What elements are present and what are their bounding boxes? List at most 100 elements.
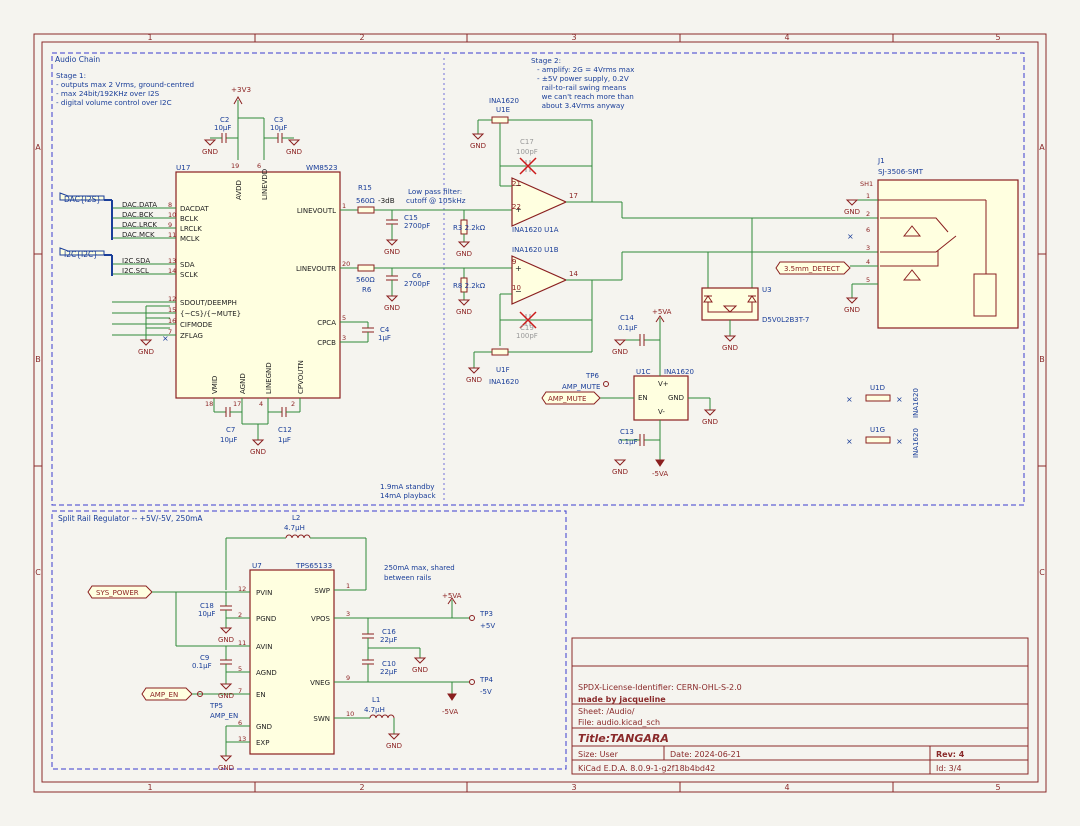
col-label-5-bottom: 5 — [995, 783, 1000, 792]
u1b-label: INA1620 U1B — [512, 246, 559, 254]
dac-pin-num: 18 — [205, 400, 213, 408]
dac-pin-num: 1 — [342, 202, 346, 210]
cap-c18 — [220, 605, 232, 611]
tb-id: Id: 3/4 — [936, 764, 962, 773]
lowpass-note-3: cutoff @ 105kHz — [406, 196, 466, 205]
svg-text:GND: GND — [218, 692, 234, 700]
u7-value: TPS65133 — [295, 561, 332, 570]
tb-author: made by jacqueline — [578, 695, 666, 704]
c10-ref: C10 — [382, 660, 396, 668]
net-label: DAC.DATA — [122, 201, 157, 209]
tb-date: Date: 2024-06-21 — [670, 750, 741, 759]
stage2-note-2: - ±5V power supply, 0.2V — [537, 74, 629, 83]
svg-text:×: × — [846, 395, 853, 404]
l1-value: 4.7µH — [364, 706, 385, 714]
bus-net-labels: DAC.DATADAC.BCKDAC.LRCKDAC.MCKI2C.SDAI2C… — [122, 201, 157, 275]
opamp-u1a — [511, 177, 568, 227]
regulator-pin-num: 9 — [346, 674, 350, 682]
svg-text:4: 4 — [866, 258, 870, 266]
tp3-marker — [469, 615, 475, 621]
net-label: I2C.SDA — [122, 257, 150, 265]
dac-pin-name: DACDAT — [180, 205, 209, 213]
svg-text:I2C{I2C}: I2C{I2C} — [64, 250, 98, 259]
u1f-body — [491, 348, 509, 356]
r8-label: R8 2.2kΩ — [453, 282, 486, 290]
col-label-4-bottom: 4 — [784, 783, 789, 792]
dac-pin-num: 10 — [168, 211, 176, 219]
col-label-2-bottom: 2 — [359, 783, 364, 792]
dac-pin-name: AGND — [239, 373, 247, 394]
reg-power-n5va-arrow — [447, 693, 457, 701]
tp3-ref: TP3 — [479, 610, 493, 618]
svg-text:GND: GND — [612, 468, 628, 476]
bus-i2c: I2C{I2C} — [59, 247, 113, 276]
c9-ref: C9 — [200, 654, 209, 662]
stage1-note-1: - outputs max 2 Vrms, ground-centred — [56, 80, 194, 89]
regulator-title: Split Rail Regulator -- +5V/-5V, 250mA — [58, 514, 203, 523]
j1-ref: J1 — [877, 156, 885, 165]
c17-ref: C17 — [520, 138, 534, 146]
svg-text:17: 17 — [569, 192, 578, 200]
dac-pin-name: LINEVOUTL — [297, 207, 336, 215]
gnd-symbol: GND — [384, 239, 400, 256]
l2-ref: L2 — [292, 514, 300, 522]
dac-pin-num: 4 — [259, 400, 263, 408]
dac-pin-num: 11 — [168, 231, 176, 239]
svg-text:14: 14 — [569, 270, 578, 278]
title-block — [571, 637, 1029, 775]
row-label-c: C — [35, 568, 41, 577]
power-n5va-arrow — [655, 459, 665, 467]
regulator-pin-name: PVIN — [256, 589, 272, 597]
svg-text:GND: GND — [702, 418, 718, 426]
dac-pin-name: LRCLK — [180, 225, 202, 233]
svg-text:GND: GND — [844, 306, 860, 314]
regulator-pin-name: PGND — [256, 615, 276, 623]
col-label-3: 3 — [571, 33, 576, 42]
gnd-symbol: GND — [218, 683, 234, 700]
tb-title-value: TANGARA — [610, 732, 669, 745]
regulator-pin-num: 2 — [238, 611, 242, 619]
svg-text:GND: GND — [250, 448, 266, 456]
svg-text:1: 1 — [866, 192, 870, 200]
dac-pin-name: CIFMODE — [180, 321, 212, 329]
amp-mute-label-shape — [541, 391, 601, 405]
r6-value: 560Ω — [356, 276, 375, 284]
amp-mute-net: AMP_MUTE — [562, 383, 600, 391]
dac-pin-num: 13 — [168, 257, 176, 265]
cap-c9 — [220, 659, 232, 665]
regulator-ic-body — [249, 569, 335, 755]
dac-pin-name: LINEVOUTR — [296, 265, 336, 273]
svg-text:GND: GND — [722, 344, 738, 352]
dac-pin-num: 7 — [168, 328, 172, 336]
regulator-pin-num: 11 — [238, 639, 246, 647]
net-label: DAC.LRCK — [122, 221, 157, 229]
stage2-note-4: we can't reach more than — [537, 92, 634, 101]
r3-label: R3 2.2kΩ — [453, 224, 486, 232]
stage2-note-3: rail-to-rail swing means — [537, 83, 627, 92]
j1-shield: SH1 — [860, 180, 873, 188]
dac-pin-num: 12 — [168, 295, 176, 303]
u7-ref: U7 — [252, 561, 262, 570]
tb-title-label: Title: — [578, 732, 610, 745]
reg-note-1: 250mA max, shared — [384, 564, 455, 572]
svg-text:5: 5 — [866, 276, 870, 284]
c4-value: 1µF — [378, 334, 391, 342]
c17-value: 100pF — [516, 148, 538, 156]
frame-inner — [41, 41, 1039, 783]
svg-text:GND: GND — [218, 764, 234, 772]
svg-text:GND: GND — [466, 376, 482, 384]
svg-text:9: 9 — [512, 258, 516, 266]
tb-file: File: audio.kicad_sch — [578, 718, 660, 727]
tp6-ref: TP6 — [585, 372, 599, 380]
l1-ref: L1 — [372, 696, 380, 704]
u1g-body — [865, 436, 891, 444]
col-label-4: 4 — [784, 33, 789, 42]
stage1-heading: Stage 1: — [56, 71, 86, 80]
tb-size: Size: User — [578, 750, 619, 759]
dac-pin-num: 3 — [342, 334, 346, 342]
tp5-marker — [197, 691, 203, 697]
dac-pin-name: VMID — [211, 376, 219, 394]
